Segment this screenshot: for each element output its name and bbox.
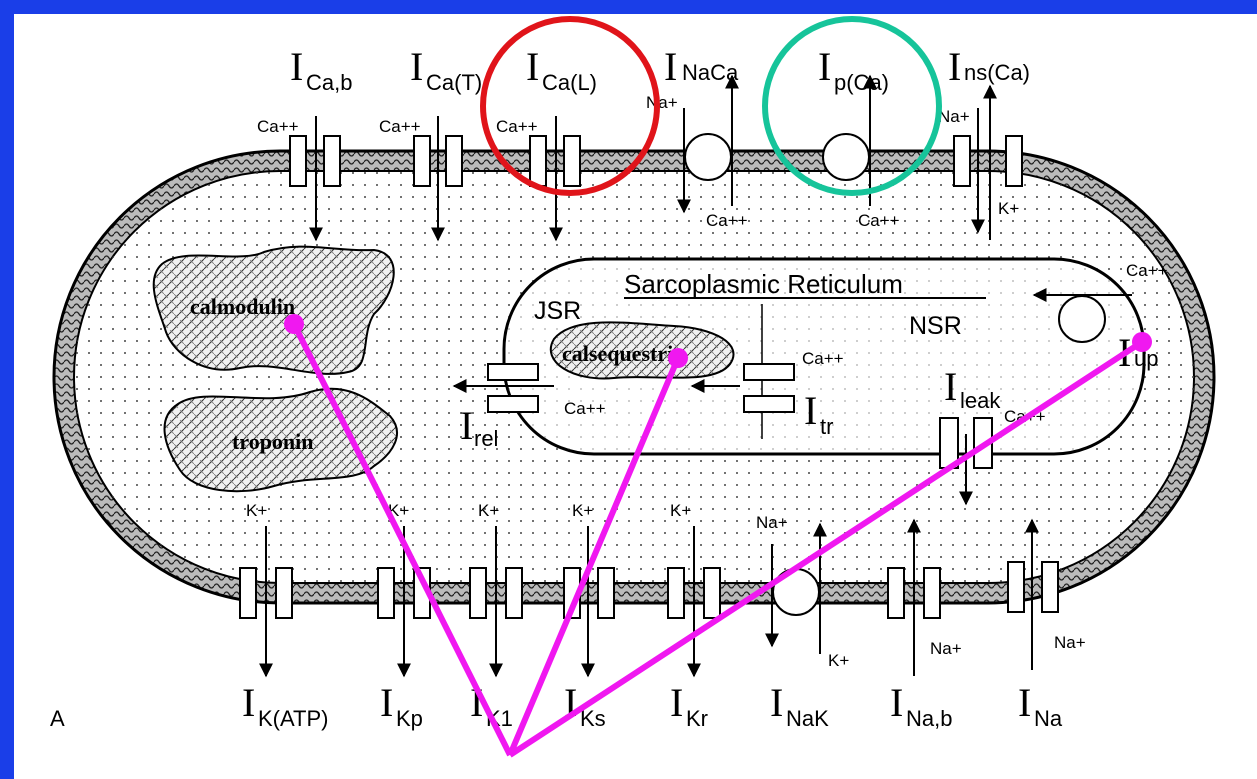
i-tr-sub: tr [820, 414, 833, 439]
inak-symbol: I [770, 680, 783, 725]
i-tr-symbol: I [804, 388, 817, 433]
ikr-ion: K+ [670, 501, 691, 520]
i-up-ion: Ca++ [1126, 261, 1168, 280]
sr-title: Sarcoplasmic Reticulum [624, 269, 903, 299]
inaca-symbol: I [664, 44, 677, 89]
ikp-symbol: I [380, 680, 393, 725]
ikp-sub: Kp [396, 706, 423, 731]
cell-diagram: calmodulin troponin Sarcoplasmic Reticul… [14, 14, 1257, 779]
panel-letter: A [50, 706, 65, 731]
calmodulin-blob: calmodulin [154, 247, 394, 374]
ina-symbol: I [1018, 680, 1031, 725]
inab-symbol: I [890, 680, 903, 725]
ica-t-symbol: I [410, 44, 423, 89]
inak-ion-k: K+ [828, 651, 849, 670]
insca-ion-na: Na+ [938, 107, 970, 126]
jsr-label: JSR [534, 297, 581, 325]
ica-l-sub: Ca(L) [542, 70, 597, 95]
ica-l-ion: Ca++ [496, 117, 538, 136]
inaca-sub: NaCa [682, 60, 739, 85]
ica-t-sub: Ca(T) [426, 70, 482, 95]
insca-symbol: I [948, 44, 961, 89]
calsequestrin-blob: calsequestrin [551, 322, 734, 378]
insca-sub: ns(Ca) [964, 60, 1030, 85]
pointer-dot-calmodulin [284, 314, 304, 334]
ipca-ion: Ca++ [858, 211, 900, 230]
inab-ion: Na+ [930, 639, 962, 658]
ica-l-symbol: I [526, 44, 539, 89]
ina-ion: Na+ [1054, 633, 1086, 652]
ica-t-ion: Ca++ [379, 117, 421, 136]
nsr-label: NSR [909, 312, 962, 340]
ik-atp-symbol: I [242, 680, 255, 725]
ik-atp-ion: K+ [246, 501, 267, 520]
ipca-sub: p(Ca) [834, 70, 889, 95]
ik-atp-sub: K(ATP) [258, 706, 328, 731]
i-leak-sub: leak [960, 388, 1001, 413]
inak-sub: NaK [786, 706, 829, 731]
ik1-ion: K+ [478, 501, 499, 520]
ica-b-sub: Ca,b [306, 70, 352, 95]
ina-sub: Na [1034, 706, 1063, 731]
pointer-dot-iup [1132, 332, 1152, 352]
iks-ion: K+ [572, 501, 593, 520]
i-rel-symbol: I [460, 403, 473, 448]
troponin-label: troponin [232, 429, 314, 454]
ikr-sub: Kr [686, 706, 708, 731]
i-rel-ion: Ca++ [564, 399, 606, 418]
ikr-symbol: I [670, 680, 683, 725]
i-leak-symbol: I [944, 364, 957, 409]
calsequestrin-label: calsequestrin [562, 341, 685, 366]
diagram-stage: calmodulin troponin Sarcoplasmic Reticul… [14, 14, 1257, 779]
insca-ion-k: K+ [998, 199, 1019, 218]
ica-b-ion: Ca++ [257, 117, 299, 136]
inab-sub: Na,b [906, 706, 952, 731]
calmodulin-label: calmodulin [190, 294, 295, 319]
inak-ion-na: Na+ [756, 513, 788, 532]
ipca-symbol: I [818, 44, 831, 89]
inaca-ion-na: Na+ [646, 93, 678, 112]
pointer-dot-calsequestrin [668, 348, 688, 368]
inaca-ion-ca: Ca++ [706, 211, 748, 230]
i-tr-ion: Ca++ [802, 349, 844, 368]
i-rel-sub: rel [474, 426, 498, 451]
ica-b-symbol: I [290, 44, 303, 89]
